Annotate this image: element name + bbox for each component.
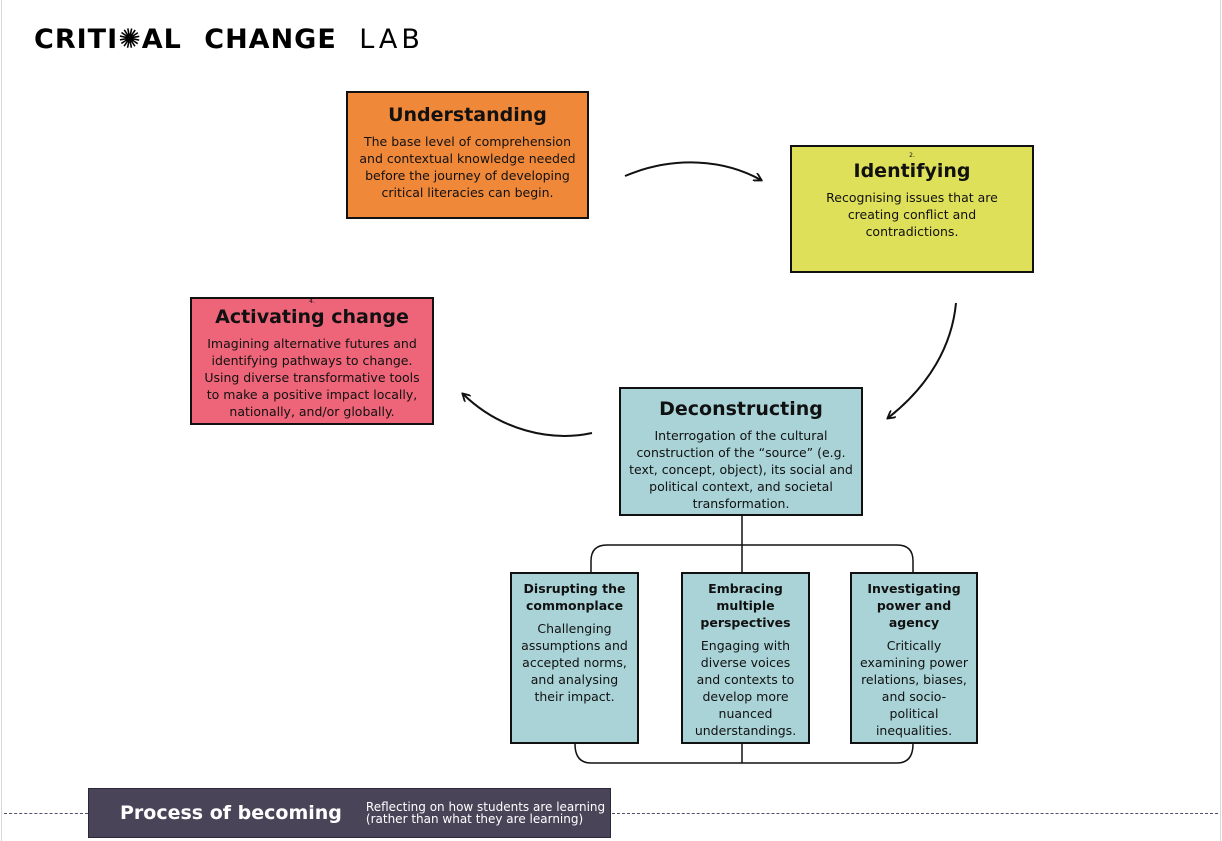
substage-description: Engaging with diverse voices and context…	[694, 638, 797, 738]
stage-title: Understanding	[388, 104, 547, 126]
stage-description: Interrogation of the cultural constructi…	[629, 428, 853, 511]
substage-title: Investigating power and agency	[867, 581, 961, 630]
stage-title: Activating change	[215, 306, 409, 328]
substage-investigating: Investigating power and agency Criticall…	[850, 572, 978, 744]
stage-deconstructing: Deconstructing Interrogation of the cult…	[619, 387, 863, 516]
stage-description: The base level of comprehension and cont…	[359, 134, 576, 200]
right-border	[1220, 0, 1221, 841]
logo-word-lab: LAB	[359, 24, 424, 55]
dashed-line-left	[4, 813, 88, 814]
stage-activating: 4. Activating change Imagining alternati…	[190, 297, 434, 425]
bar-title: Process of becoming	[120, 802, 342, 824]
logo-word-critical: CRITI✺AL	[34, 21, 182, 58]
stage-marker: 2.	[909, 152, 915, 159]
substage-description: Challenging assumptions and accepted nor…	[521, 621, 628, 704]
substage-disrupting: Disrupting the commonplace Challenging a…	[510, 572, 639, 744]
substage-title: Disrupting the commonplace	[523, 581, 626, 613]
process-of-becoming-bar: Process of becoming Reflecting on how st…	[88, 788, 611, 838]
arrow-identifying-to-deconstructing	[888, 302, 957, 418]
stage-description: Recognising issues that are creating con…	[826, 190, 998, 239]
dashed-line-right	[612, 813, 1218, 814]
substage-title: Embracing multiple perspectives	[700, 581, 791, 630]
bar-description: Reflecting on how students are learning …	[365, 800, 606, 826]
left-border	[1, 0, 2, 841]
stage-marker: 4.	[309, 298, 315, 305]
stage-title: Identifying	[853, 160, 971, 182]
logo: CRITI✺AL CHANGE LAB	[34, 21, 424, 58]
arrow-deconstructing-to-activating	[463, 394, 593, 437]
bracket-top	[590, 514, 914, 572]
stage-understanding: Understanding The base level of comprehe…	[346, 91, 589, 219]
substage-embracing: Embracing multiple perspectives Engaging…	[681, 572, 810, 744]
logo-word-change: CHANGE	[204, 24, 337, 55]
arrow-understanding-to-identifying	[624, 161, 761, 180]
stage-identifying: 2. Identifying Recognising issues that a…	[790, 145, 1034, 273]
stage-title: Deconstructing	[659, 398, 823, 420]
stage-description: Imagining alternative futures and identi…	[204, 336, 420, 419]
bracket-bottom	[574, 743, 914, 764]
substage-description: Critically examining power relations, bi…	[859, 638, 969, 738]
